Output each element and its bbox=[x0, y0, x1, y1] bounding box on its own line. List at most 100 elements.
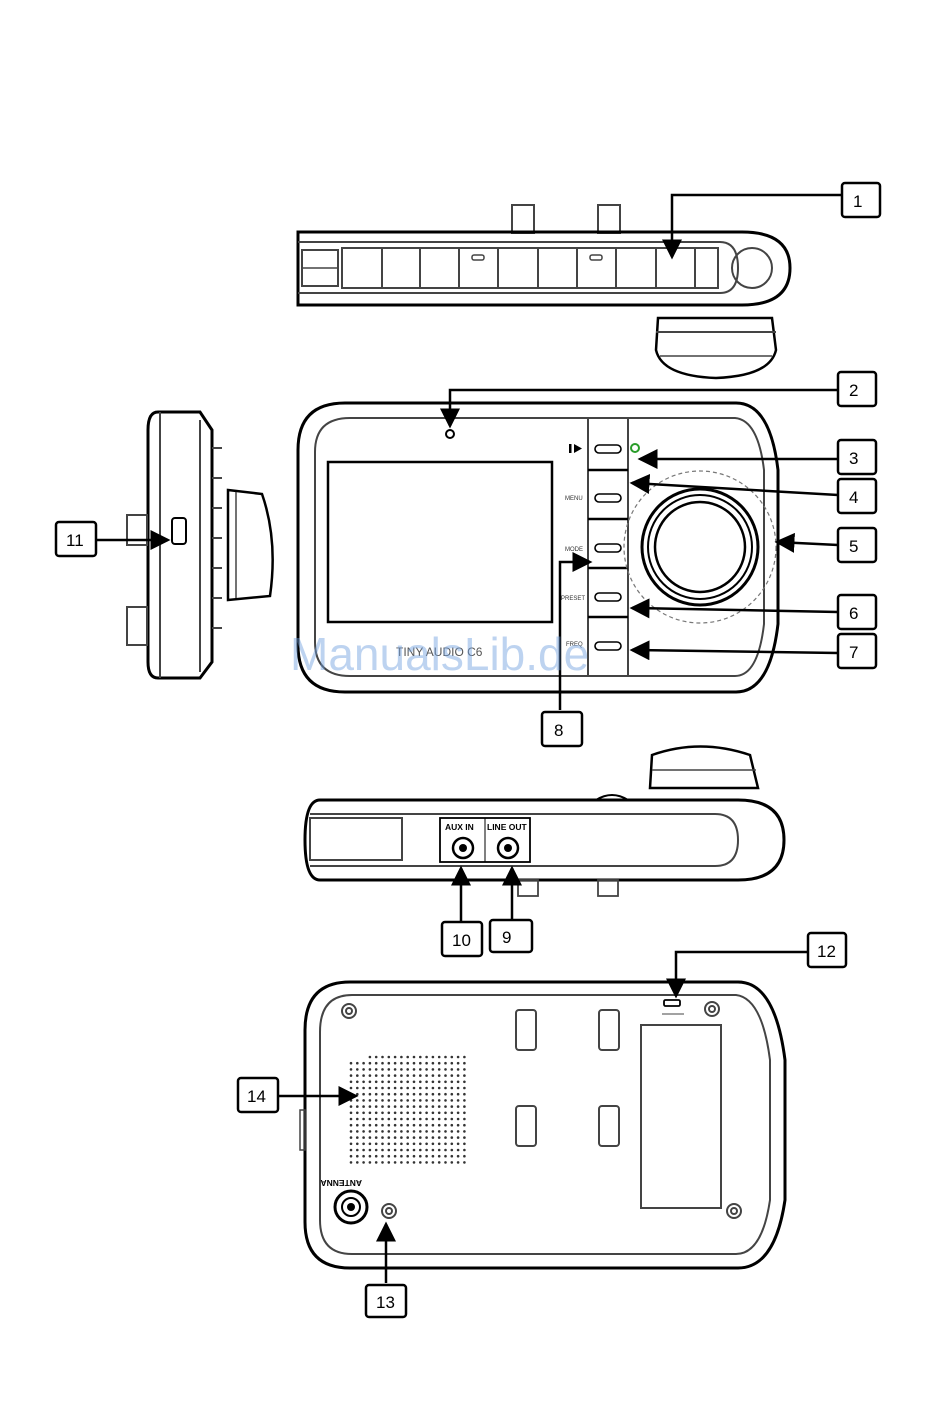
callout-5: 5 bbox=[849, 537, 858, 556]
grille-hole bbox=[425, 1143, 428, 1146]
grille-hole bbox=[350, 1099, 353, 1102]
grille-hole bbox=[362, 1161, 365, 1164]
grille-hole bbox=[362, 1155, 365, 1158]
grille-hole bbox=[457, 1062, 460, 1065]
grille-hole bbox=[419, 1155, 422, 1158]
bottom-edge-view: AUX IN LINE OUT bbox=[305, 747, 784, 897]
grille-hole bbox=[381, 1161, 384, 1164]
grille-hole bbox=[350, 1081, 353, 1084]
grille-hole bbox=[369, 1087, 372, 1090]
grille-hole bbox=[419, 1068, 422, 1071]
grille-hole bbox=[400, 1056, 403, 1059]
grille-hole bbox=[444, 1099, 447, 1102]
grille-hole bbox=[356, 1105, 359, 1108]
grille-hole bbox=[419, 1149, 422, 1152]
grille-hole bbox=[419, 1105, 422, 1108]
grille-hole bbox=[463, 1155, 466, 1158]
grille-hole bbox=[425, 1149, 428, 1152]
grille-hole bbox=[457, 1149, 460, 1152]
grille-hole bbox=[394, 1068, 397, 1071]
volume-dial[interactable] bbox=[624, 471, 776, 623]
grille-hole bbox=[413, 1062, 416, 1065]
grille-hole bbox=[419, 1124, 422, 1127]
grille-hole bbox=[350, 1136, 353, 1139]
grille-hole bbox=[438, 1136, 441, 1139]
usb-port[interactable] bbox=[664, 1000, 680, 1006]
grille-hole bbox=[457, 1087, 460, 1090]
grille-hole bbox=[419, 1112, 422, 1115]
grille-hole bbox=[406, 1056, 409, 1059]
grille-hole bbox=[463, 1081, 466, 1084]
grille-hole bbox=[413, 1124, 416, 1127]
grille-hole bbox=[388, 1124, 391, 1127]
grille-hole bbox=[375, 1068, 378, 1071]
grille-hole bbox=[463, 1161, 466, 1164]
grille-hole bbox=[438, 1062, 441, 1065]
antenna-connector[interactable] bbox=[335, 1191, 367, 1223]
grille-hole bbox=[369, 1105, 372, 1108]
sensor-hole bbox=[446, 430, 454, 438]
grille-hole bbox=[369, 1062, 372, 1065]
grille-hole bbox=[451, 1143, 454, 1146]
grille-hole bbox=[425, 1105, 428, 1108]
grille-hole bbox=[375, 1087, 378, 1090]
grille-hole bbox=[388, 1099, 391, 1102]
grille-hole bbox=[413, 1087, 416, 1090]
line-out-label: LINE OUT bbox=[487, 822, 527, 832]
grille-hole bbox=[394, 1112, 397, 1115]
grille-hole bbox=[463, 1105, 466, 1108]
grille-hole bbox=[451, 1099, 454, 1102]
callout-lines bbox=[96, 195, 842, 1283]
grille-hole bbox=[350, 1161, 353, 1164]
grille-hole bbox=[381, 1099, 384, 1102]
grille-hole bbox=[413, 1099, 416, 1102]
back-view: ANTENNA bbox=[300, 982, 785, 1268]
grille-hole bbox=[419, 1087, 422, 1090]
grille-hole bbox=[444, 1056, 447, 1059]
grille-hole bbox=[432, 1155, 435, 1158]
grille-hole bbox=[406, 1112, 409, 1115]
grille-hole bbox=[432, 1149, 435, 1152]
callout-7: 7 bbox=[849, 643, 858, 662]
callout-1: 1 bbox=[853, 192, 862, 211]
grille-hole bbox=[388, 1105, 391, 1108]
grille-hole bbox=[413, 1155, 416, 1158]
grille-hole bbox=[356, 1143, 359, 1146]
grille-hole bbox=[356, 1087, 359, 1090]
grille-hole bbox=[432, 1161, 435, 1164]
grille-hole bbox=[432, 1105, 435, 1108]
front-buttons[interactable] bbox=[588, 418, 628, 676]
mode-label: MODE bbox=[565, 547, 583, 553]
callout-12: 12 bbox=[817, 942, 836, 961]
grille-hole bbox=[356, 1081, 359, 1084]
grille-hole bbox=[438, 1068, 441, 1071]
grille-hole bbox=[432, 1074, 435, 1077]
grille-hole bbox=[362, 1149, 365, 1152]
grille-hole bbox=[388, 1155, 391, 1158]
grille-hole bbox=[457, 1074, 460, 1077]
grille-hole bbox=[362, 1099, 365, 1102]
grille-hole bbox=[375, 1149, 378, 1152]
grille-hole bbox=[413, 1056, 416, 1059]
grille-hole bbox=[388, 1112, 391, 1115]
grille-hole bbox=[463, 1056, 466, 1059]
grille-hole bbox=[369, 1136, 372, 1139]
grille-hole bbox=[350, 1068, 353, 1071]
grille-hole bbox=[444, 1093, 447, 1096]
grille-hole bbox=[457, 1056, 460, 1059]
grille-hole bbox=[356, 1136, 359, 1139]
preset-label: PRESET bbox=[561, 596, 585, 602]
grille-hole bbox=[356, 1062, 359, 1065]
grille-hole bbox=[419, 1062, 422, 1065]
grille-hole bbox=[419, 1056, 422, 1059]
grille-hole bbox=[425, 1093, 428, 1096]
grille-hole bbox=[444, 1118, 447, 1121]
grille-hole bbox=[451, 1081, 454, 1084]
grille-hole bbox=[356, 1124, 359, 1127]
grille-hole bbox=[425, 1112, 428, 1115]
grille-hole bbox=[432, 1062, 435, 1065]
grille-hole bbox=[362, 1112, 365, 1115]
grille-hole bbox=[463, 1118, 466, 1121]
grille-hole bbox=[369, 1118, 372, 1121]
grille-hole bbox=[394, 1099, 397, 1102]
